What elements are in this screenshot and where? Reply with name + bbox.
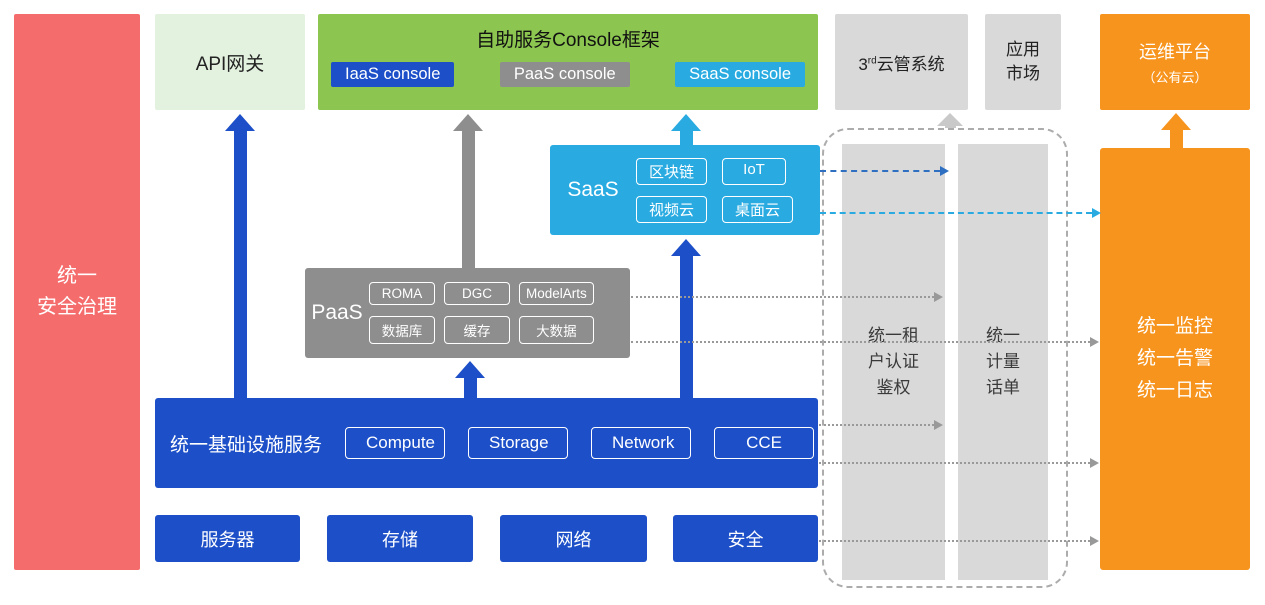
arrow-infra-to-saas <box>671 239 701 398</box>
paas-chip-database: 数据库 <box>369 316 435 344</box>
infra-chip-compute: Compute <box>345 427 446 459</box>
monitor-label-line3: 统一日志 <box>1136 380 1213 401</box>
infra-chip-storage: Storage <box>468 427 569 459</box>
shared-services-dashed-container <box>822 128 1068 588</box>
connector-security-to-monitor <box>819 536 1099 546</box>
third-party-cloud-mgmt-box: 3rd云管系统 <box>835 14 968 110</box>
api-gateway-box: API网关 <box>155 14 305 110</box>
arrow-shared-to-third-party <box>935 113 965 128</box>
saas-chip-blockchain: 区块链 <box>636 157 708 185</box>
metering-label-line3: 话单 <box>986 378 1020 397</box>
connector-paas-to-metering <box>631 292 943 302</box>
saas-chip-video-cloud: 视频云 <box>636 195 708 223</box>
om-platform-label: 运维平台 <box>1139 42 1211 62</box>
console-buttons-row: IaaS console PaaS console SaaS console <box>318 62 818 87</box>
infrastructure-layer-box: 统一基础设施服务 Compute Storage Network CCE <box>155 398 818 488</box>
tenant-auth-bar: 统一租 户认证 鉴权 <box>842 144 945 580</box>
third-party-superscript: rd <box>867 54 877 66</box>
arrow-infra-to-paas <box>455 361 485 398</box>
app-market-label-line2: 市场 <box>1006 64 1040 83</box>
paas-chip-bigdata: 大数据 <box>519 316 594 344</box>
arrow-paas-to-console <box>453 114 483 268</box>
security-governance-bar: 统一 安全治理 <box>14 14 140 570</box>
saas-chip-desktop-cloud: 桌面云 <box>722 195 794 223</box>
infra-chip-network: Network <box>591 427 692 459</box>
saas-layer-label: SaaS <box>567 178 619 201</box>
paas-layer-box: PaaS ROMA DGC ModelArts 数据库 缓存 大数据 <box>305 268 630 358</box>
paas-chip-modelarts: ModelArts <box>519 282 594 305</box>
paas-chip-cache: 缓存 <box>444 316 510 344</box>
paas-chip-dgc: DGC <box>444 282 510 305</box>
arrow-saas-to-console <box>671 114 701 145</box>
paas-chips: ROMA DGC ModelArts 数据库 缓存 大数据 <box>369 282 602 344</box>
server-box: 服务器 <box>155 515 300 562</box>
arrow-infra-to-api-gateway <box>225 114 255 398</box>
saas-chip-iot: IoT <box>722 157 787 185</box>
tenant-auth-label-line2: 户认证 <box>868 352 919 371</box>
app-market-label-line1: 应用 <box>1006 40 1040 59</box>
connector-saas-to-metering <box>820 166 949 176</box>
connector-infra-to-monitor <box>819 458 1099 468</box>
metering-billing-bar: 统一 计量 话单 <box>958 144 1048 580</box>
console-frame-title: 自助服务Console框架 <box>476 30 660 51</box>
iaas-console-button: IaaS console <box>331 62 455 87</box>
storage-box: 存储 <box>327 515 473 562</box>
saas-layer-box: SaaS 区块链 IoT 视频云 桌面云 <box>550 145 820 235</box>
tenant-auth-label-line1: 统一租 <box>868 326 919 345</box>
paas-console-button: PaaS console <box>499 62 630 87</box>
paas-chip-roma: ROMA <box>369 282 435 305</box>
saas-console-button: SaaS console <box>675 62 805 87</box>
metering-label-line2: 计量 <box>986 352 1020 371</box>
api-gateway-label: API网关 <box>195 53 265 75</box>
om-platform-box: 运维平台 （公有云） <box>1100 14 1250 110</box>
security-box: 安全 <box>673 515 818 562</box>
security-governance-label-line2: 安全治理 <box>37 296 117 318</box>
security-governance-label-line1: 统一 <box>57 265 97 287</box>
infra-chip-cce: CCE <box>714 427 815 459</box>
metering-label-line1: 统一 <box>986 326 1020 345</box>
monitor-label-line2: 统一告警 <box>1136 348 1213 369</box>
network-box: 网络 <box>500 515 647 562</box>
arrow-monitor-to-om-platform <box>1161 113 1191 148</box>
monitoring-alarm-log-box: 统一监控 统一告警 统一日志 <box>1100 148 1250 570</box>
console-frame-box: 自助服务Console框架 IaaS console PaaS console … <box>318 14 818 110</box>
connector-saas-to-monitor <box>820 208 1101 218</box>
paas-layer-label: PaaS <box>311 301 363 324</box>
connector-infra-to-metering <box>819 420 943 430</box>
monitor-label-line1: 统一监控 <box>1136 316 1213 337</box>
connector-paas-to-monitor <box>631 337 1099 347</box>
om-platform-sublabel: （公有云） <box>1142 70 1208 85</box>
saas-chips: 区块链 IoT 视频云 桌面云 <box>636 157 794 223</box>
third-party-cloud-mgmt-label: 3rd云管系统 <box>858 54 945 74</box>
app-market-box: 应用 市场 <box>985 14 1061 110</box>
infrastructure-label: 统一基础设施服务 <box>170 434 323 456</box>
tenant-auth-label-line3: 鉴权 <box>876 378 911 397</box>
